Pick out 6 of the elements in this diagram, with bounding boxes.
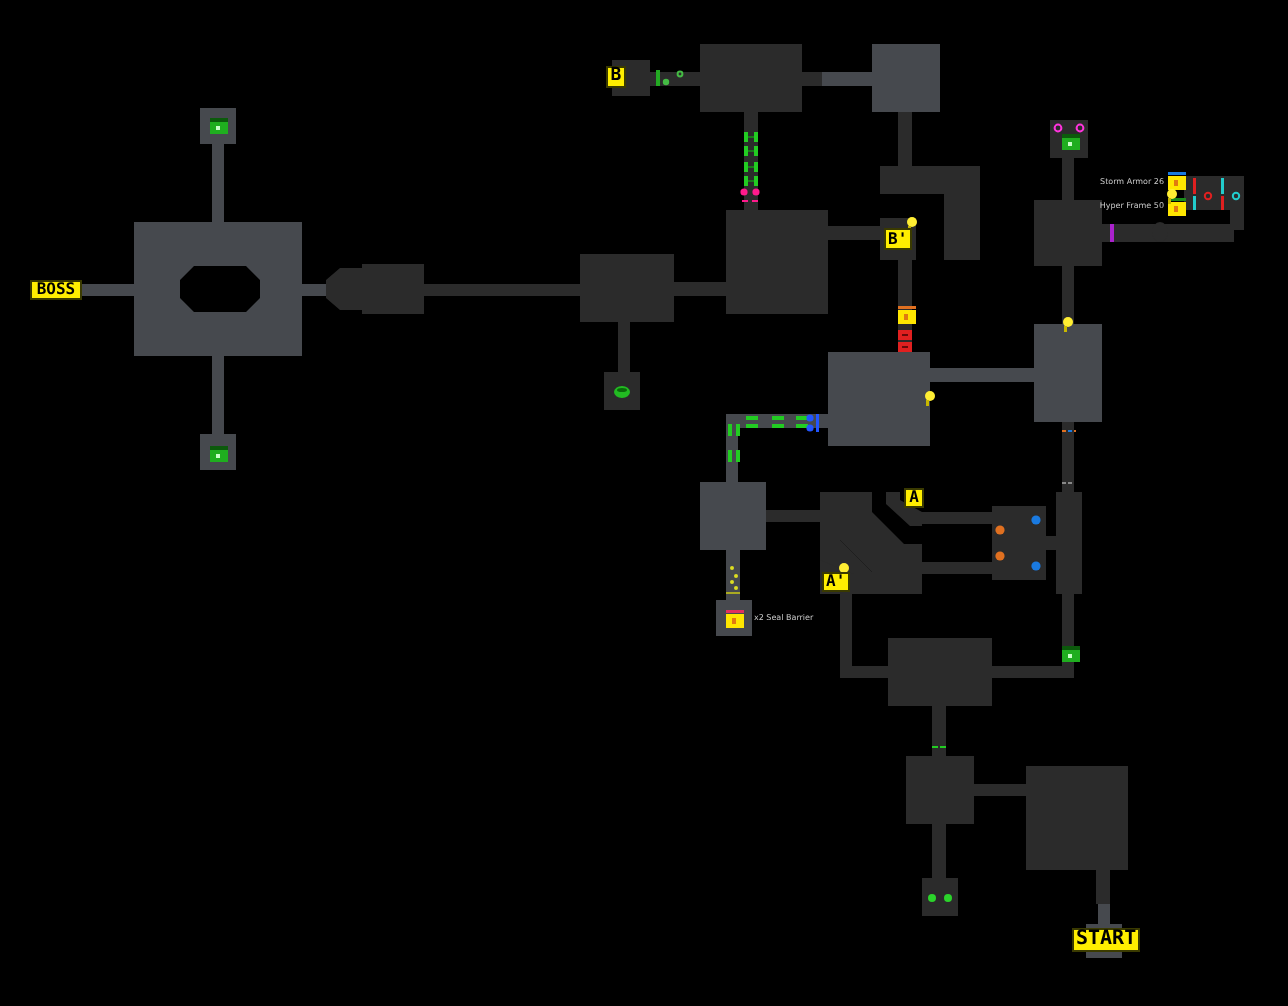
location-tag: A': [822, 572, 850, 592]
location-tag: A: [904, 488, 924, 508]
location-tag: B: [606, 66, 626, 88]
location-tag: START: [1072, 928, 1141, 952]
location-tag: BOSS: [30, 280, 82, 300]
location-tag: B': [884, 228, 912, 250]
